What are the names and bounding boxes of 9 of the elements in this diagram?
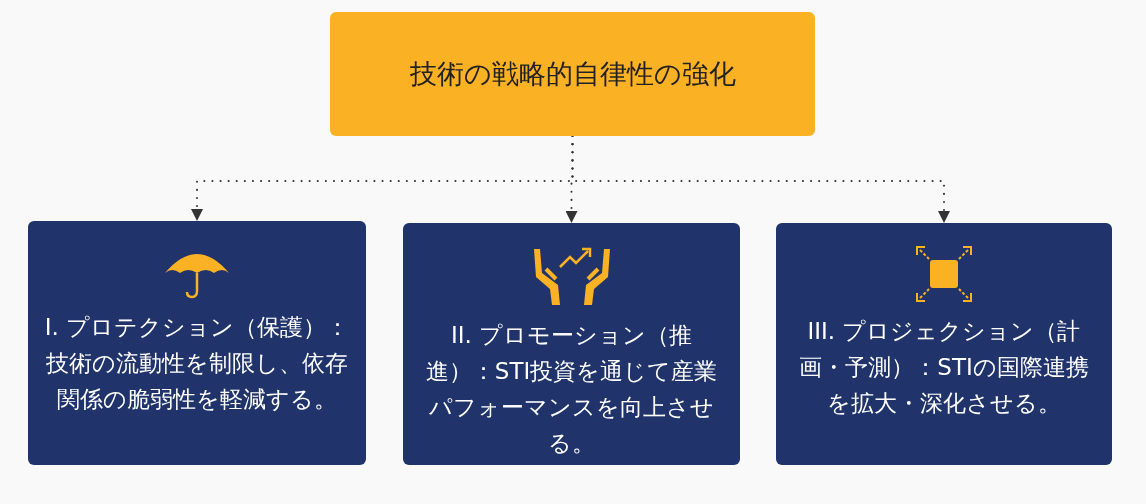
category-card — [403, 223, 740, 465]
title-text: 技術の戦略的自律性の強化 — [409, 57, 736, 91]
title-box — [330, 12, 815, 136]
category-card — [28, 221, 366, 465]
card-text: I. プロテクション（保護）：技術の流動性を制限し、依存関係の脆弱性を軽減する。 — [43, 313, 351, 414]
category-card — [776, 223, 1112, 465]
card-text: II. プロモーション（推進）：STI投資を通じて産業パフォーマンスを向上させる。 — [424, 321, 719, 458]
card-text: III. プロジェクション（計画・予測）：STIの国際連携を拡大・深化させる。 — [798, 317, 1090, 418]
dotted-arrow — [571, 135, 950, 224]
